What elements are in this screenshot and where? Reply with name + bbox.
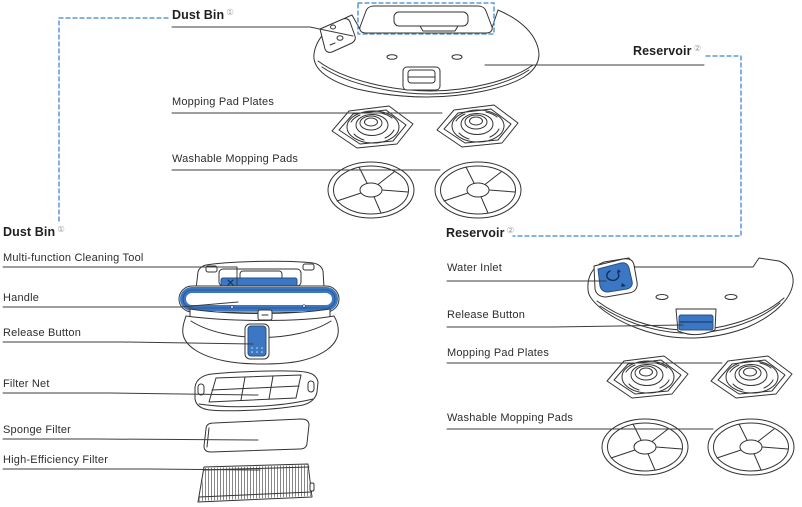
label-text: Mopping Pad Plates — [447, 347, 550, 359]
washable-mopping-pad-illustration — [601, 418, 689, 476]
top-reservoir-label-text: Reservoir — [633, 44, 692, 58]
dust-bin-ref-number: ① — [57, 224, 65, 234]
sponge-filter-illustration — [203, 418, 310, 453]
callout-dashed-lines — [58, 2, 742, 237]
washable-mopping-pad-illustration — [434, 161, 522, 219]
sponge-filter-label: Sponge Filter — [3, 424, 71, 437]
mopping-pad-plate-illustration — [606, 355, 689, 399]
mopping-pad-plate-illustration — [331, 105, 414, 149]
top-dust-bin-label-text: Dust Bin — [172, 8, 225, 22]
release-button-label: Release Button — [3, 327, 81, 340]
label-text: High-Efficiency Filter — [3, 454, 109, 466]
label-text: Mopping Pad Plates — [172, 96, 275, 108]
label-leader-lines — [2, 26, 723, 471]
handle-label: Handle — [3, 292, 39, 305]
label-text: Water Inlet — [447, 262, 502, 274]
reservoir-ref-number: ② — [693, 43, 702, 53]
filter-net-label: Filter Net — [3, 378, 50, 391]
label-text: Filter Net — [3, 378, 50, 390]
top-washable-mopping-pads-label: Washable Mopping Pads — [172, 153, 298, 166]
dust-bin-ref-number: ① — [226, 7, 234, 17]
dust-bin-highlight-box — [357, 2, 495, 35]
robot-rear-illustration — [313, 5, 540, 98]
label-text: Release Button — [3, 327, 82, 339]
handle-illustration — [178, 285, 340, 313]
section-heading-text: Reservoir — [446, 226, 505, 240]
filter-net-illustration — [194, 370, 319, 412]
high-efficiency-filter-label: High-Efficiency Filter — [3, 454, 108, 467]
water-inlet-illustration — [593, 258, 638, 298]
dust-bin-callout-line — [58, 17, 169, 223]
water-inlet-label: Water Inlet — [447, 262, 502, 275]
reservoir-release-button-label: Release Button — [447, 309, 525, 322]
label-text: Handle — [3, 292, 40, 304]
label-text: Sponge Filter — [3, 424, 72, 436]
reservoir-washable-mopping-pads-label: Washable Mopping Pads — [447, 412, 573, 425]
reservoir-illustration — [587, 257, 794, 339]
label-text: Washable Mopping Pads — [172, 153, 299, 165]
washable-mopping-pad-illustration — [707, 418, 795, 476]
top-mopping-pad-plates-label: Mopping Pad Plates — [172, 96, 274, 109]
label-text: Release Button — [447, 309, 526, 321]
mopping-pad-plate-illustration — [436, 104, 519, 148]
multi-function-cleaning-tool-label: Multi-function Cleaning Tool — [3, 252, 144, 265]
reservoir-mopping-pad-plates-label: Mopping Pad Plates — [447, 347, 549, 360]
reservoir-callout-line — [512, 55, 742, 237]
label-text: Washable Mopping Pads — [447, 412, 574, 424]
dust-bin-illustration — [178, 260, 340, 365]
mopping-pad-plate-illustration — [710, 355, 793, 399]
release-button-illustration — [244, 323, 270, 360]
section-heading-text: Dust Bin — [3, 225, 56, 239]
reservoir-ref-number: ② — [506, 225, 515, 235]
reservoir-release-button-illustration — [675, 308, 717, 336]
high-efficiency-filter-illustration — [197, 463, 315, 503]
label-text: Multi-function Cleaning Tool — [3, 252, 144, 264]
